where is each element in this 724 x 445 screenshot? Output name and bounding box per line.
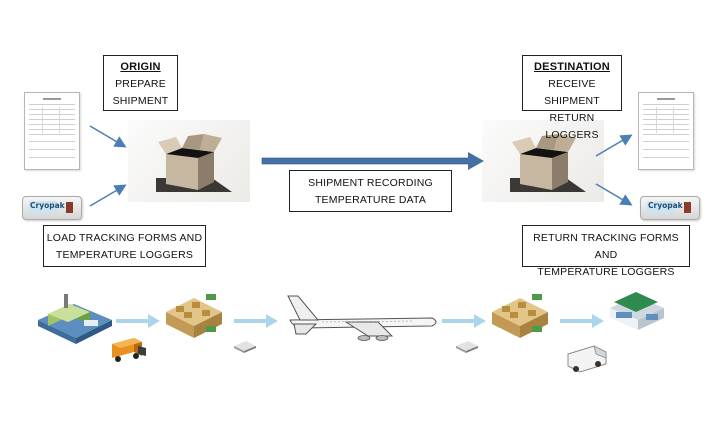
destination-box: DESTINATION RECEIVE SHIPMENT RETURN LOGG… (522, 55, 622, 141)
origin-box: ORIGIN PREPARE SHIPMENT (103, 55, 178, 111)
return-box: RETURN TRACKING FORMS AND TEMPERATURE LO… (522, 225, 690, 278)
transit-line2: TEMPERATURE DATA (314, 194, 427, 206)
logger-to-box-arrow (89, 184, 127, 207)
destination-line1: RECEIVE SHIPMENT (544, 78, 600, 107)
box-to-form-arrow (595, 134, 633, 157)
transit-arrow-shaft (261, 157, 471, 165)
return-line2: TEMPERATURE LOGGERS (537, 266, 675, 278)
origin-line2: SHIPMENT (112, 95, 169, 107)
tracking-form-icon (638, 92, 694, 170)
pharmacy-icon (610, 292, 664, 330)
box-to-logger-arrow (595, 183, 633, 206)
logger-brand-label: Cryopak (30, 201, 65, 210)
destination-line2: RETURN LOGGERS (545, 112, 599, 141)
temperature-logger-icon: Cryopak (22, 196, 82, 220)
open-box-photo (482, 120, 604, 202)
return-line1: RETURN TRACKING FORMS AND (533, 232, 679, 261)
load-box: LOAD TRACKING FORMS AND TEMPERATURE LOGG… (43, 225, 206, 267)
pallet-icon (234, 341, 256, 353)
distribution-center-icon (492, 294, 548, 338)
logger-brand-label: Cryopak (648, 201, 683, 210)
destination-heading: DESTINATION (534, 61, 610, 73)
transit-box: SHIPMENT RECORDING TEMPERATURE DATA (289, 170, 452, 212)
transit-line1: SHIPMENT RECORDING (308, 177, 433, 189)
origin-line1: PREPARE (115, 78, 166, 90)
open-box-icon (510, 134, 586, 192)
transit-arrow-head (468, 152, 484, 170)
distribution-center-icon (166, 294, 222, 338)
van-icon (567, 345, 607, 373)
flow-arrows (116, 314, 604, 328)
open-box-photo (128, 120, 250, 202)
open-box-icon (156, 134, 232, 192)
load-line1: LOAD TRACKING FORMS AND (46, 232, 203, 244)
tracking-form-icon (24, 92, 80, 170)
temperature-logger-icon: Cryopak (640, 196, 700, 220)
pallet-icon (456, 341, 478, 353)
airplane-icon (287, 295, 437, 341)
load-line2: TEMPERATURE LOGGERS (55, 249, 194, 261)
truck-icon (112, 338, 146, 362)
origin-heading: ORIGIN (120, 61, 161, 73)
form-to-box-arrow (89, 125, 127, 148)
warehouse-icon (38, 294, 112, 344)
